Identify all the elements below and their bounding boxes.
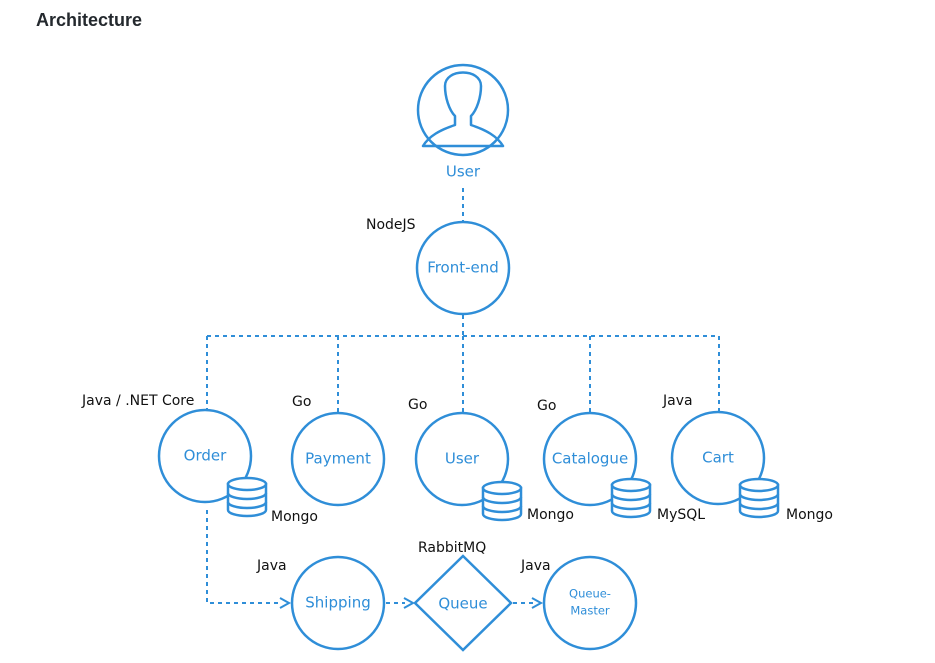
user-icon bbox=[421, 71, 505, 148]
frontend-label: Front-end bbox=[427, 259, 499, 277]
user-service-database-icon bbox=[481, 480, 523, 522]
order-tech-label: Java / .NET Core bbox=[81, 393, 194, 409]
frontend-tech-label: NodeJS bbox=[366, 217, 416, 233]
cart-circle bbox=[670, 410, 766, 506]
payment-label: Payment bbox=[305, 450, 371, 468]
user-node: User bbox=[416, 63, 510, 181]
queue-label: Queue bbox=[438, 595, 487, 613]
order-label: Order bbox=[184, 447, 227, 465]
payment-tech-label: Go bbox=[292, 394, 311, 410]
arrow-into-shipping bbox=[279, 597, 292, 609]
order-database-icon bbox=[226, 476, 268, 518]
queue-master-label-line1: Queue- bbox=[569, 587, 611, 601]
cart-node: Cart Java Mongo bbox=[662, 393, 833, 523]
user-label: User bbox=[446, 163, 481, 181]
queue-master-node: Queue- Master Java bbox=[520, 555, 638, 651]
catalogue-node: Catalogue Go MySQL bbox=[537, 398, 705, 523]
order-db-label: Mongo bbox=[271, 509, 318, 525]
shipping-label: Shipping bbox=[305, 594, 370, 612]
frontend-circle bbox=[415, 220, 511, 316]
user-service-label: User bbox=[445, 450, 480, 468]
arrow-into-queue-master bbox=[531, 597, 544, 609]
arrow-into-queue bbox=[403, 597, 416, 609]
payment-circle bbox=[290, 411, 386, 507]
queue-tech-label: RabbitMQ bbox=[418, 540, 486, 556]
frontend-node: Front-end NodeJS bbox=[366, 217, 511, 316]
order-node: Order Java / .NET Core Mongo bbox=[81, 393, 318, 525]
user-node-circle bbox=[416, 63, 510, 157]
cart-database-icon bbox=[738, 477, 780, 519]
queue-diamond bbox=[413, 554, 513, 652]
catalogue-db-label: MySQL bbox=[657, 507, 705, 523]
shipping-circle bbox=[290, 555, 386, 651]
cart-tech-label: Java bbox=[662, 393, 693, 409]
queue-master-tech-label: Java bbox=[520, 558, 551, 574]
queue-master-label-line2: Master bbox=[570, 604, 610, 618]
catalogue-label: Catalogue bbox=[552, 450, 628, 468]
connectors bbox=[206, 188, 720, 609]
shipping-node: Shipping Java bbox=[256, 555, 386, 651]
user-service-tech-label: Go bbox=[408, 397, 427, 413]
order-circle bbox=[157, 408, 253, 504]
page-title: Architecture bbox=[36, 10, 143, 30]
shipping-tech-label: Java bbox=[256, 558, 287, 574]
user-service-db-label: Mongo bbox=[527, 507, 574, 523]
catalogue-database-icon bbox=[610, 477, 652, 519]
cart-label: Cart bbox=[702, 449, 734, 467]
user-service-circle bbox=[414, 411, 510, 507]
queue-master-circle bbox=[542, 555, 638, 651]
cart-db-label: Mongo bbox=[786, 507, 833, 523]
queue-node: Queue RabbitMQ bbox=[413, 540, 513, 652]
payment-node: Payment Go bbox=[290, 394, 386, 507]
catalogue-tech-label: Go bbox=[537, 398, 556, 414]
user-service-node: User Go Mongo bbox=[408, 397, 574, 523]
